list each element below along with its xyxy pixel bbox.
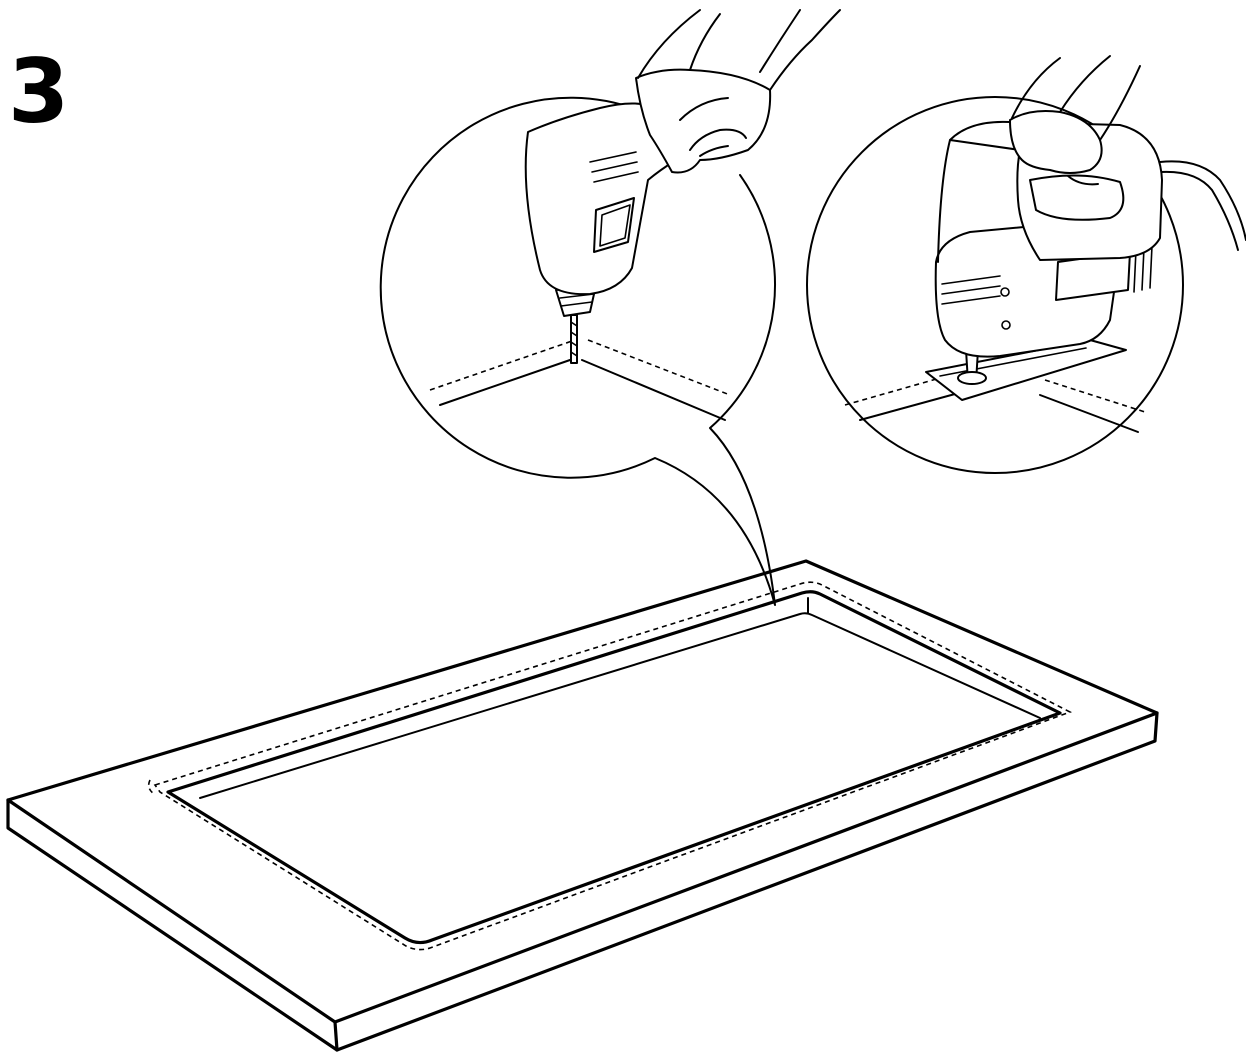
jigsaw-detail-callout: [806, 96, 1184, 474]
drill-detail-callout: [379, 96, 776, 606]
drill-icon: [524, 9, 841, 364]
step-number: 3: [8, 40, 69, 143]
countertop-cutout-icon: [6, 559, 1159, 1052]
jigsaw-icon: [925, 55, 1246, 401]
